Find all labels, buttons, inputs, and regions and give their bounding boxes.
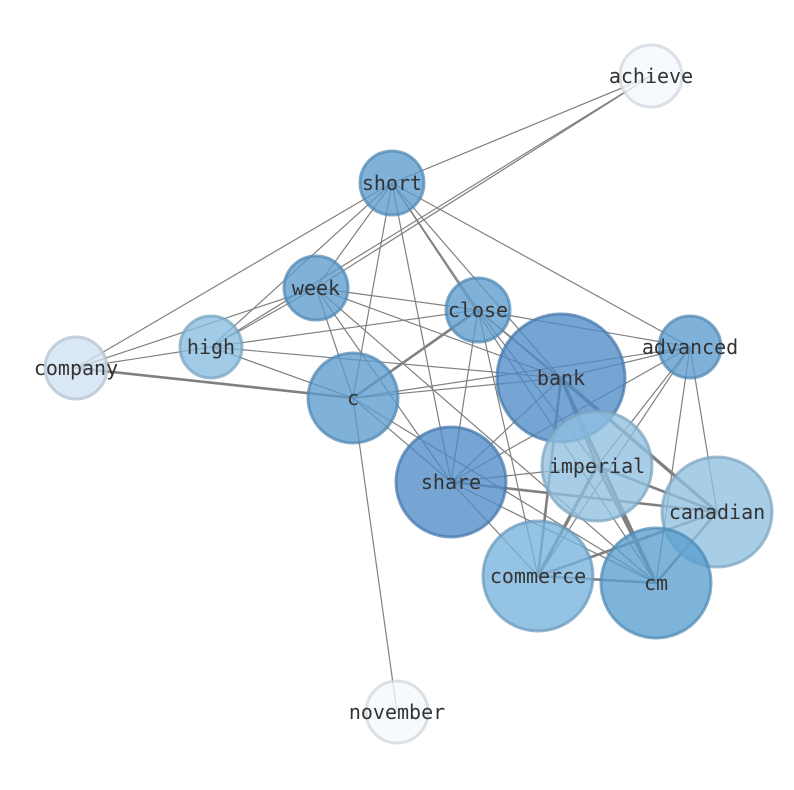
node-circle-close xyxy=(444,276,512,344)
node-circle-achieve xyxy=(618,43,684,109)
node-circle-cm xyxy=(599,526,713,640)
node-circle-high xyxy=(178,314,244,380)
node-label-close: close xyxy=(448,298,508,322)
node-november[interactable] xyxy=(364,679,430,745)
node-label-cm: cm xyxy=(644,571,668,595)
node-label-november: november xyxy=(349,700,445,724)
node-c[interactable] xyxy=(306,351,400,445)
edge-close-high xyxy=(210,309,479,348)
edge-week-cm xyxy=(315,287,657,584)
node-circle-november xyxy=(364,679,430,745)
node-commerce[interactable] xyxy=(481,519,595,633)
node-circle-imperial xyxy=(540,409,654,523)
node-advanced[interactable] xyxy=(657,314,723,380)
node-label-advanced: advanced xyxy=(642,335,738,359)
node-week[interactable] xyxy=(282,254,350,322)
node-circle-advanced xyxy=(657,314,723,380)
node-label-c: c xyxy=(347,386,359,410)
node-share[interactable] xyxy=(394,425,508,539)
edge-short-company xyxy=(75,182,393,369)
node-layer: achieve november company high short week close… xyxy=(34,43,774,745)
node-company[interactable] xyxy=(43,335,109,401)
node-circle-week xyxy=(282,254,350,322)
edge-achieve-high xyxy=(210,75,652,348)
node-high[interactable] xyxy=(178,314,244,380)
node-close[interactable] xyxy=(444,276,512,344)
node-label-bank: bank xyxy=(537,366,585,390)
node-label-commerce: commerce xyxy=(490,564,586,588)
node-label-achieve: achieve xyxy=(609,64,693,88)
node-label-imperial: imperial xyxy=(549,454,645,478)
node-circle-c xyxy=(306,351,400,445)
node-circle-short xyxy=(358,149,426,217)
node-cm[interactable] xyxy=(599,526,713,640)
node-label-canadian: canadian xyxy=(669,500,765,524)
node-label-share: share xyxy=(421,470,481,494)
edge-c-november xyxy=(352,397,398,713)
edge-short-advanced xyxy=(391,182,691,348)
node-label-short: short xyxy=(362,171,422,195)
node-label-week: week xyxy=(292,276,340,300)
node-circle-share xyxy=(394,425,508,539)
node-circle-commerce xyxy=(481,519,595,633)
node-circle-company xyxy=(43,335,109,401)
node-label-high: high xyxy=(187,335,235,359)
node-label-company: company xyxy=(34,356,118,380)
edge-achieve-short xyxy=(391,75,652,184)
node-imperial[interactable] xyxy=(540,409,654,523)
node-achieve[interactable] xyxy=(618,43,684,109)
node-short[interactable] xyxy=(358,149,426,217)
edge-achieve-week xyxy=(315,75,652,289)
